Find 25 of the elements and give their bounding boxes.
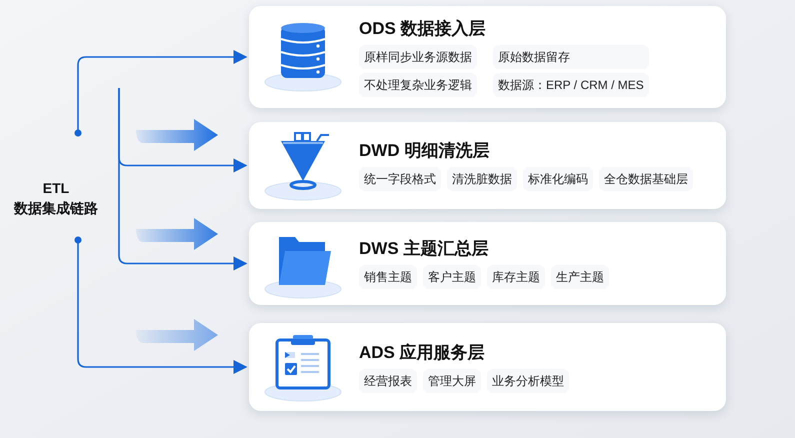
tag-chip: 库存主题 — [487, 265, 545, 289]
tag-chip: 销售主题 — [359, 265, 417, 289]
tag-chip: 清洗脏数据 — [447, 167, 517, 191]
tag-chip: 生产主题 — [551, 265, 609, 289]
connector-arrow — [118, 88, 248, 270]
chain-label: ETL 数据集成链路 — [12, 179, 99, 218]
layer-title: ODS 数据接入层 — [359, 18, 487, 40]
tag-chip: 客户主题 — [423, 265, 481, 289]
layer-card — [249, 323, 726, 411]
tag-chip: 原样同步业务源数据 — [359, 44, 477, 68]
layer-title: ADS 应用服务层 — [359, 342, 486, 364]
layer-card — [249, 222, 726, 305]
tag-chip: 不处理复杂业务逻辑 — [359, 72, 477, 96]
tag-chip: 业务分析模型 — [487, 368, 569, 392]
layer-card — [249, 122, 726, 209]
layer-title: DWD 明细清洗层 — [359, 140, 490, 162]
tag-chip: 原始数据留存 — [493, 44, 649, 68]
tag-chip: 全仓数据基础层 — [599, 167, 693, 191]
tag-chip: 统一字段格式 — [359, 167, 441, 191]
layer-card — [249, 6, 726, 108]
layer-title: DWS 主题汇总层 — [359, 238, 490, 260]
tag-chip: 标准化编码 — [523, 167, 593, 191]
tag-chip: 经营报表 — [359, 368, 417, 392]
tag-chip: 管理大屏 — [423, 368, 481, 392]
tag-chip: 数据源：ERP / CRM / MES — [493, 72, 649, 96]
